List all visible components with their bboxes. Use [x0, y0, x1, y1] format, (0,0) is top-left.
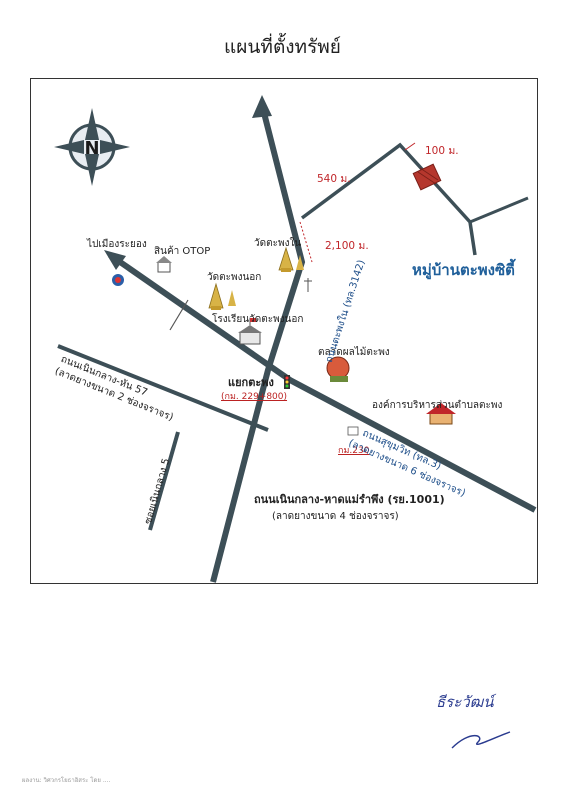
- gas-station-icon: [112, 274, 124, 286]
- dim-2100: [299, 221, 313, 263]
- label-road-rayong-1001-sub: (ลาดยางขนาด 4 ช่องจราจร): [272, 511, 399, 522]
- label-to-rayong: ไปเมืองระยอง: [87, 239, 147, 250]
- label-tao: องค์การบริหารส่วนตำบลตะพง: [372, 400, 503, 411]
- tao-building-icon: [426, 403, 456, 425]
- label-junction-km: (กม. 229+800): [221, 392, 288, 402]
- road-soi-5: [148, 431, 180, 531]
- signature: ธีระวัฒน์: [436, 693, 494, 711]
- label-road-rayong-1001: ถนนเนินกลาง-หาดแม่รำพึง (รย.1001): [254, 493, 445, 506]
- label-village: หมู่บ้านตะพงซิตี้: [412, 261, 515, 279]
- label-school: โรงเรียนวัดตะพงนอก: [212, 314, 304, 325]
- dim-100: [404, 142, 416, 151]
- label-dist-540: 540 ม.: [317, 173, 351, 185]
- label-otop: สินค้า OTOP: [154, 246, 211, 257]
- school-icon: [238, 318, 262, 345]
- property-plot: [412, 163, 442, 191]
- traffic-light-icon: [284, 375, 290, 389]
- page-title: แผนที่ตั้งทรัพย์: [224, 36, 341, 58]
- fruit-market-icon: [326, 356, 350, 382]
- label-dist-2100: 2,100 ม.: [325, 240, 369, 252]
- road-branch: [469, 196, 529, 224]
- compass-letter: N: [84, 138, 99, 159]
- arrow-west-icon: [104, 250, 126, 270]
- label-dist-100: 100 ม.: [425, 145, 459, 157]
- arrow-north-icon: [252, 95, 272, 118]
- road-nern-klang-57: [57, 344, 269, 432]
- road-sukhumvit: [108, 252, 537, 513]
- road-side: [169, 299, 189, 331]
- footer-text: ผลงาน: วิศวกรโยธาอิสระ โดย ....: [22, 777, 111, 784]
- signature-mark: [451, 731, 511, 749]
- label-wat-nok: วัดตะพงนอก: [207, 272, 262, 283]
- km-marker-icon: [347, 426, 359, 436]
- temple-nok-icon: [208, 282, 236, 310]
- compass-north-icon: [54, 108, 130, 186]
- label-junction: แยกตะพง: [228, 376, 274, 389]
- label-km230: กม.230: [338, 446, 370, 456]
- shop-icon: [156, 256, 172, 273]
- label-fruit-market: ตลาดผลไม้ตะพง: [318, 347, 390, 358]
- road-tapong-nai: [210, 104, 306, 583]
- temple-nai-icon: [278, 246, 304, 272]
- map-frame: [30, 78, 538, 584]
- label-wat-nai: วัดตะพงใน: [254, 238, 302, 249]
